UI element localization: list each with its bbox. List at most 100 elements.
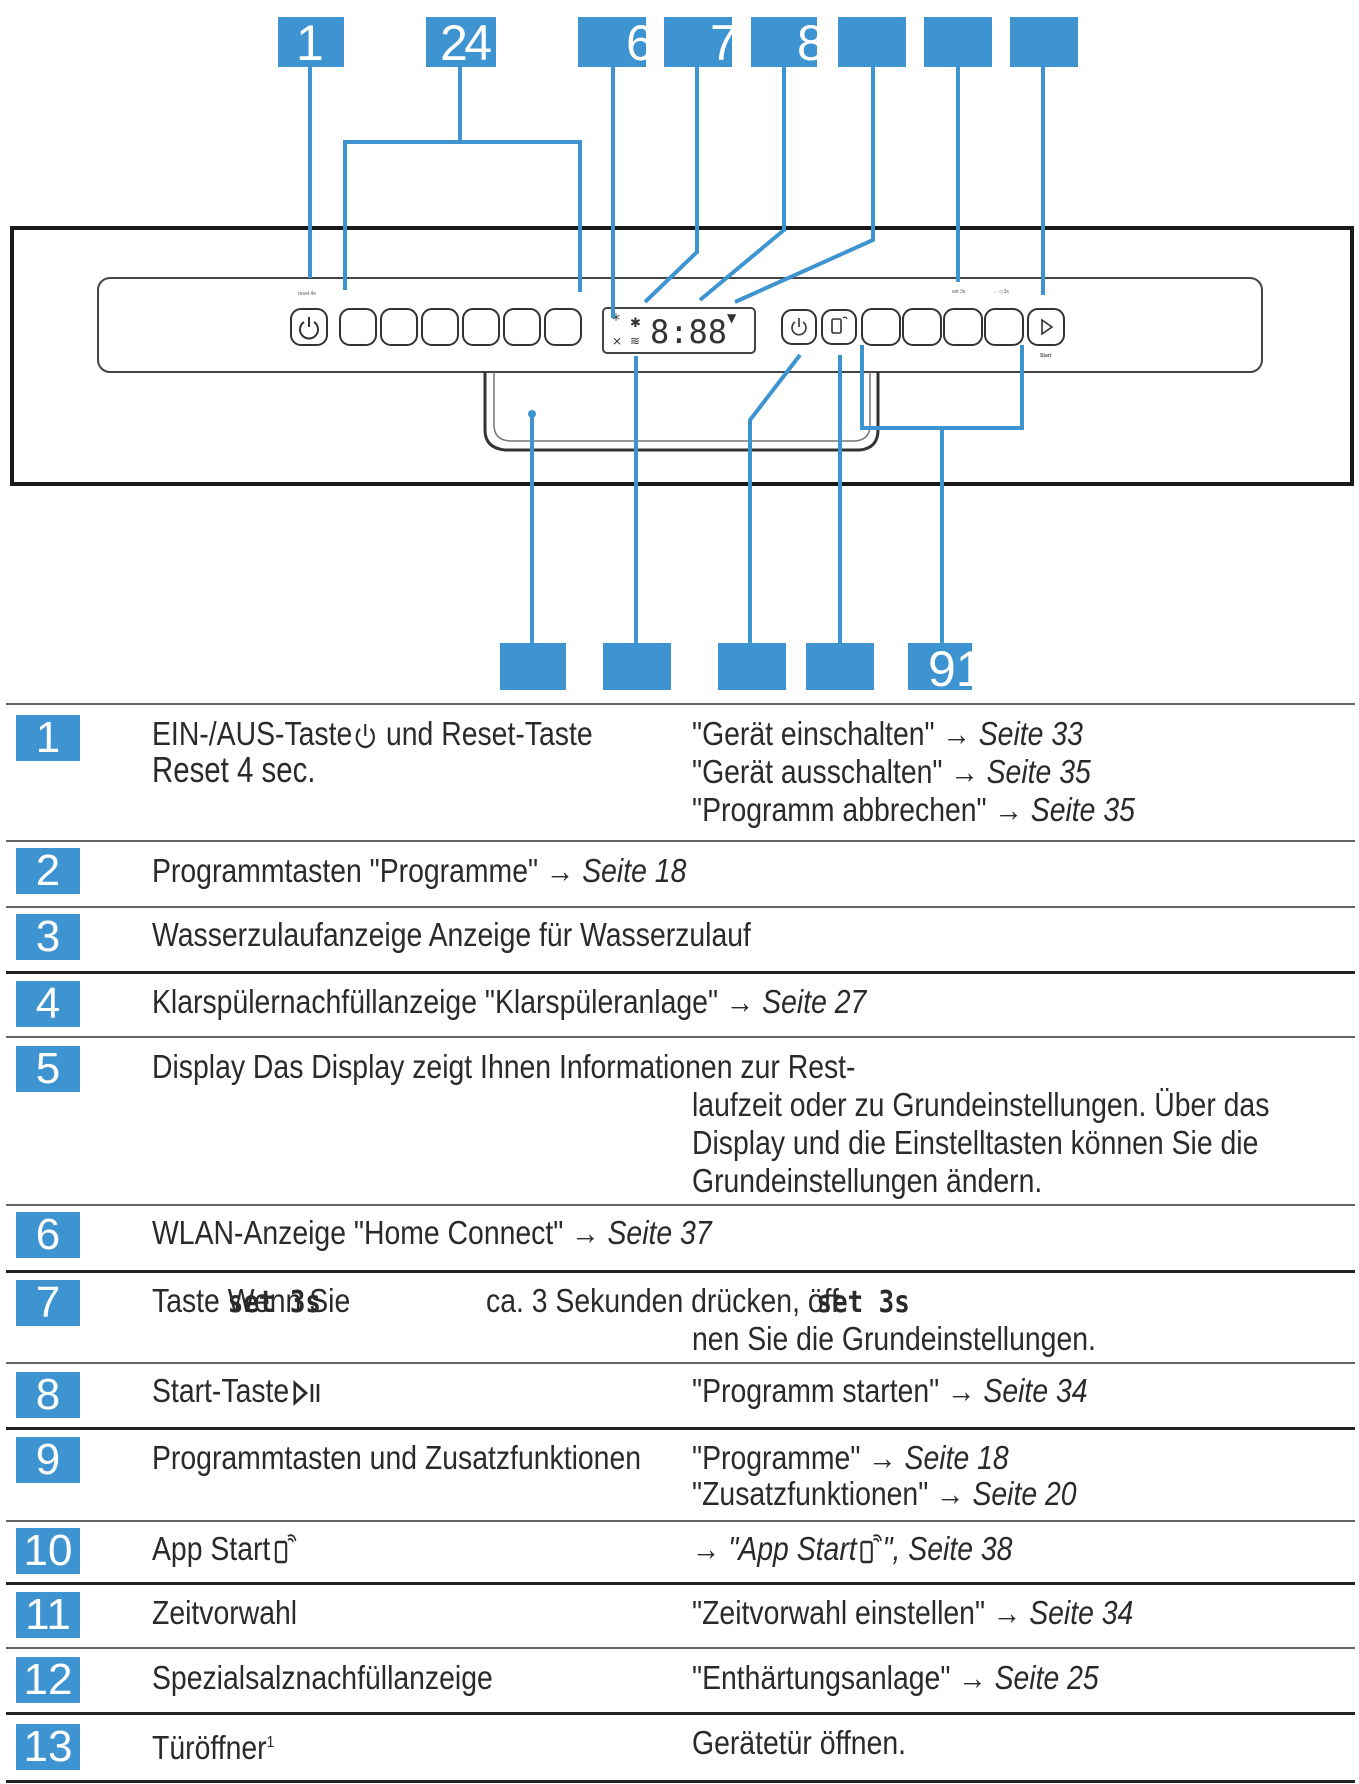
legend-ref-13: Gerätetür öffnen. (692, 1724, 907, 1761)
power-icon (299, 317, 319, 340)
legend-row-3: 3 Wasserzulaufanzeige Anzeige für Wasser… (0, 906, 1359, 971)
legend-label-6: WLAN-Anzeige "Home Connect" → Seite 37 (152, 1214, 712, 1251)
time-delay-button[interactable] (943, 308, 983, 346)
salt-icon: ✱ (630, 316, 641, 331)
legend-row-6: 6 WLAN-Anzeige "Home Connect" → Seite 37 (0, 1204, 1359, 1270)
start-label: Start (1040, 353, 1052, 359)
program-button-3[interactable] (421, 308, 459, 346)
legend-number-2: 2 (16, 848, 80, 894)
legend-cont-5a: laufzeit oder zu Grundeinstellungen. Übe… (692, 1086, 1270, 1123)
legend-row-9: 9 Programmtasten und Zusatzfunktionen "P… (0, 1427, 1359, 1520)
legend-number-7: 7 (16, 1280, 80, 1326)
power-icon-small (791, 318, 807, 336)
callout-bottom-3 (718, 643, 786, 690)
callout-bottom-5 (908, 643, 978, 690)
callout-1: 1 (296, 15, 324, 71)
option-button-2[interactable] (902, 308, 942, 346)
legend-label-10: App Start (152, 1530, 297, 1568)
app-start-button[interactable] (821, 309, 857, 345)
callout-bottom-4 (806, 643, 874, 690)
legend-label-4: Klarspülernachfüllanzeige "Klarspüleranl… (152, 983, 867, 1020)
display-digits: 8:88 (650, 313, 727, 351)
legend-row-8: 8 Start-Taste "Programm starten" → Seite… (0, 1362, 1359, 1427)
program-button-6[interactable] (544, 308, 582, 346)
legend-label-11: Zeitvorwahl (152, 1594, 298, 1631)
appliance-frame (10, 226, 1354, 486)
app-start-icon (831, 316, 848, 334)
bottom-callouts: 91 (500, 641, 984, 690)
legend-label-5: Display Das Display zeigt Ihnen Informat… (152, 1048, 856, 1085)
option-button-3[interactable] (984, 308, 1024, 346)
left-button-group: reset 4s (290, 291, 582, 346)
time-label: set 3s (952, 289, 966, 295)
legend-ref-12: "Enthärtungsanlage" → Seite 25 (692, 1659, 1099, 1696)
display-window: * ⨯ ✱ ≋ 8:88 ▼ (602, 307, 756, 354)
legend-ref-1a: "Gerät einschalten" → Seite 33 (692, 715, 1083, 752)
app-start-icon-ref (860, 1534, 883, 1564)
legend-mid-7: ca. 3 Sekunden drücken, öffset 3s (486, 1282, 910, 1320)
top-callouts: 1 24 6 7 8 (278, 15, 1078, 71)
legend-number-10: 10 (16, 1528, 80, 1574)
callout-24: 24 (440, 15, 492, 71)
program-button-1[interactable] (339, 308, 377, 346)
legend-number-4: 4 (16, 981, 80, 1027)
water-supply-icon: ⨯ (612, 334, 622, 348)
legend-ref-11: "Zeitvorwahl einstellen" → Seite 34 (692, 1594, 1134, 1631)
legend-row-13: 13 Türöffner1 Gerätetür öffnen. (0, 1712, 1359, 1783)
legend-cont-7: nen Sie die Grundeinstellungen. (692, 1320, 1096, 1357)
leader-lines (308, 65, 1045, 645)
play-icon (1041, 318, 1054, 336)
legend-ref-1b: "Gerät ausschalten" → Seite 35 (692, 753, 1091, 790)
legend-label-2: Programmtasten "Programme" → Seite 18 (152, 852, 687, 889)
legend-number-8: 8 (16, 1372, 80, 1418)
legend-number-12: 12 (16, 1657, 80, 1703)
legend-label-8: Start-Taste (152, 1372, 327, 1410)
legend-label-3: Wasserzulaufanzeige Anzeige für Wasserzu… (152, 916, 751, 953)
door-handle (483, 372, 880, 452)
callout-blank-2 (924, 17, 992, 67)
legend-label-13: Türöffner1 (152, 1729, 275, 1766)
legend-ref-8: "Programm starten" → Seite 34 (692, 1372, 1088, 1409)
legend-ref-9b: "Zusatzfunktionen" → Seite 20 (692, 1475, 1077, 1512)
reset-label: reset 4s (298, 291, 316, 297)
set-3s-glyph: set 3s (227, 1285, 321, 1320)
program-button-5[interactable] (503, 308, 541, 346)
legend-ref-10: → "App Start", Seite 38 (692, 1530, 1013, 1567)
legend-label-1: EIN-/AUS-Taste und Reset-Taste Reset 4 s… (152, 715, 593, 790)
legend-row-5: 5 Display Das Display zeigt Ihnen Inform… (0, 1036, 1359, 1201)
legend-number-5: 5 (16, 1046, 80, 1092)
legend-label-9: Programmtasten und Zusatzfunktionen (152, 1439, 642, 1476)
reset-sublabel: Reset 4 sec. (152, 749, 316, 790)
legend-row-10: 10 App Start → "App Start", Seite 38 (0, 1520, 1359, 1582)
legend-row-4: 4 Klarspülernachfüllanzeige "Klarspülera… (0, 971, 1359, 1036)
power-icon (355, 724, 375, 749)
legend-number-6: 6 (16, 1212, 80, 1258)
option-button-1[interactable] (861, 308, 901, 346)
legend-number-9: 9 (16, 1437, 80, 1483)
salt-icon-2: ≋ (630, 334, 640, 348)
program-button-4[interactable] (462, 308, 500, 346)
legend-ref-9a: "Programme" → Seite 18 (692, 1439, 1009, 1476)
callout-bottom-2 (603, 643, 671, 690)
control-panel-diagram: reset 4s * ⨯ ✱ ≋ 8:88 ▼ set 3s → ◁ 3s St… (10, 15, 1354, 690)
callout-blank-3 (1010, 17, 1078, 67)
legend-number-11: 11 (16, 1592, 80, 1638)
set-3s-glyph-2: set 3s (816, 1285, 910, 1320)
legend-number-13: 13 (16, 1724, 80, 1770)
play-pause-icon (293, 1380, 319, 1407)
program-button-2[interactable] (380, 308, 418, 346)
legend-number-3: 3 (16, 914, 80, 960)
legend-label-12: Spezialsalznachfüllanzeige (152, 1659, 493, 1696)
legend-row-1: 1 EIN-/AUS-Taste und Reset-Taste Reset 4… (0, 703, 1359, 839)
legend-ref-1c: "Programm abbrechen" → Seite 35 (692, 791, 1135, 828)
rinse-aid-icon: * (612, 310, 620, 329)
legend-number-1: 1 (16, 715, 80, 761)
right-button-group: set 3s → ◁ 3s Start (781, 289, 1065, 359)
start-button[interactable] (1027, 308, 1065, 346)
app-start-icon (274, 1534, 297, 1564)
legend-row-11: 11 Zeitvorwahl "Zeitvorwahl einstellen" … (0, 1582, 1359, 1647)
wlan-icon: ▼ (727, 311, 737, 325)
legend-cont-5b: Display und die Einstelltasten können Si… (692, 1124, 1259, 1161)
